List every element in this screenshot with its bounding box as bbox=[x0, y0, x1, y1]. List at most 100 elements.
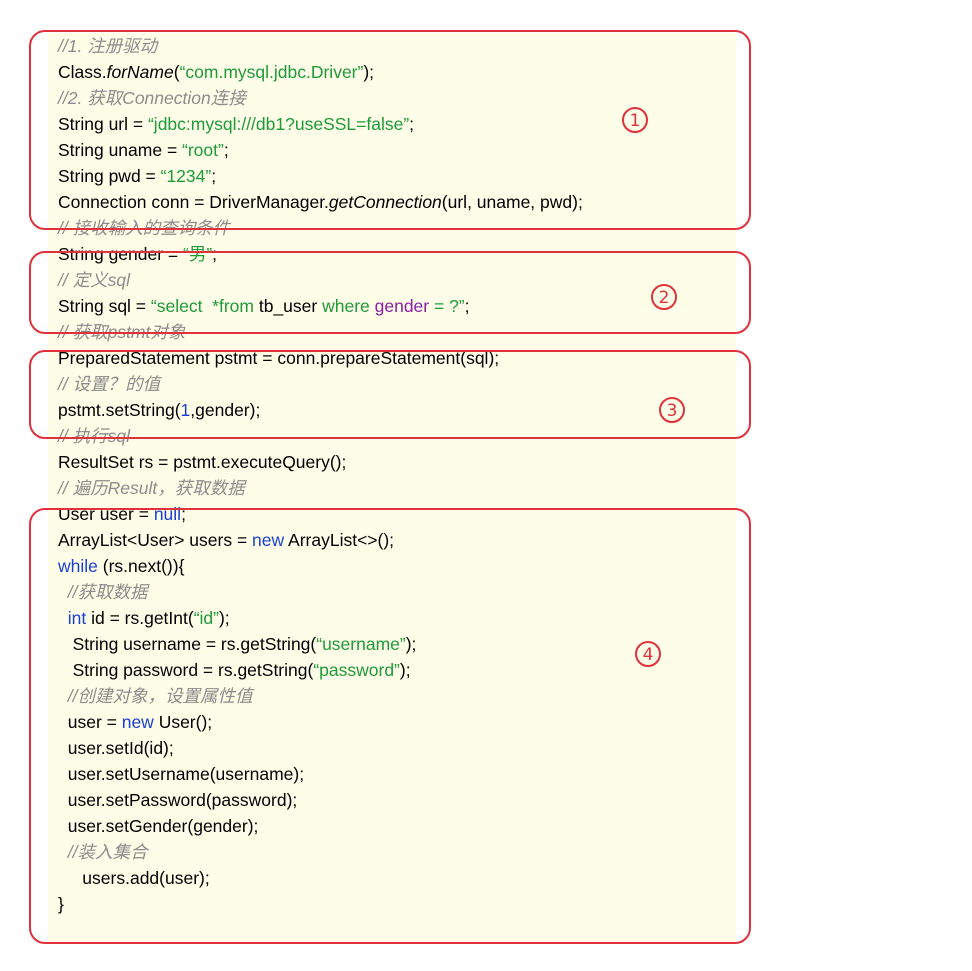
code-line: PreparedStatement pstmt = conn.prepareSt… bbox=[58, 345, 499, 371]
region-1-box bbox=[29, 30, 751, 230]
region-2-marker: 2 bbox=[651, 284, 677, 310]
code-line: String pwd = “1234”; bbox=[58, 163, 216, 189]
code-line: } bbox=[58, 891, 64, 917]
code-line: String url = “jdbc:mysql:///db1?useSSL=f… bbox=[58, 111, 414, 137]
code-token: ArrayList<User> users = bbox=[58, 530, 253, 550]
code-token: ; bbox=[464, 296, 470, 316]
code-token: “id” bbox=[193, 608, 219, 628]
code-line: // 设置？的值 bbox=[58, 371, 160, 397]
code-token: User(); bbox=[153, 712, 213, 732]
code-line: ArrayList<User> users = new ArrayList<>(… bbox=[58, 527, 394, 553]
code-comment: // 设置？的值 bbox=[58, 374, 161, 394]
code-token: ); bbox=[218, 608, 230, 628]
code-line: user.setPassword(password); bbox=[58, 787, 298, 813]
code-token: Class. bbox=[58, 62, 107, 82]
code-token: ); bbox=[405, 634, 417, 654]
code-token: (url, uname, pwd); bbox=[441, 192, 583, 212]
code-line: while (rs.next()){ bbox=[58, 553, 184, 579]
code-token: String username = rs.getString( bbox=[58, 634, 317, 654]
code-token: user.setUsername(username); bbox=[58, 764, 305, 784]
code-token: ( bbox=[173, 62, 180, 82]
code-token: ); bbox=[363, 62, 375, 82]
code-token: ; bbox=[181, 504, 186, 524]
code-panel bbox=[48, 33, 736, 943]
code-token: user.setPassword(password); bbox=[58, 790, 298, 810]
code-line: //2. 获取Connection连接 bbox=[58, 85, 246, 111]
code-line: //1. 注册驱动 bbox=[58, 33, 157, 59]
code-comment: // 定义sql bbox=[58, 270, 130, 290]
code-comment: //获取数据 bbox=[67, 582, 148, 602]
code-token: ; bbox=[223, 140, 229, 160]
code-line: String uname = “root”; bbox=[58, 137, 229, 163]
code-line: //装入集合 bbox=[58, 839, 148, 865]
code-token: ; bbox=[211, 166, 217, 186]
code-token: “男” bbox=[183, 244, 213, 264]
code-comment: //创建对象，设置属性值 bbox=[67, 686, 253, 706]
code-token: getConnection bbox=[328, 192, 442, 212]
code-line: pstmt.setString(1,gender); bbox=[58, 397, 260, 423]
code-token: = ?” bbox=[429, 296, 465, 316]
code-token: gender bbox=[374, 296, 430, 316]
code-token: “select *from bbox=[150, 296, 259, 316]
code-token: ArrayList<>(); bbox=[284, 530, 395, 550]
region-3-box bbox=[29, 350, 751, 439]
code-token: ; bbox=[409, 114, 415, 134]
code-token: user.setId(id); bbox=[58, 738, 174, 758]
code-token: where bbox=[322, 296, 375, 316]
code-line: user.setUsername(username); bbox=[58, 761, 304, 787]
code-token: String pwd = bbox=[58, 166, 161, 186]
code-token: ; bbox=[212, 244, 218, 264]
code-line: Connection conn = DriverManager.getConne… bbox=[58, 189, 583, 215]
code-line: int id = rs.getInt(“id”); bbox=[58, 605, 230, 631]
code-line: String sql = “select *from tb_user where… bbox=[58, 293, 470, 319]
code-line: user.setId(id); bbox=[58, 735, 174, 761]
code-token: pstmt.setString( bbox=[58, 400, 181, 420]
code-comment: //装入集合 bbox=[67, 842, 148, 862]
code-token: String uname = bbox=[58, 140, 183, 160]
code-token: 1 bbox=[180, 400, 191, 420]
code-line: // 执行sql bbox=[58, 423, 130, 449]
code-line: user = new User(); bbox=[58, 709, 212, 735]
code-token: ,gender); bbox=[190, 400, 261, 420]
code-token: Connection conn = DriverManager. bbox=[58, 192, 329, 212]
region-4-box bbox=[29, 508, 751, 944]
code-line: String gender = “男”; bbox=[58, 241, 217, 267]
code-token: “jdbc:mysql:///db1?useSSL=false” bbox=[147, 114, 410, 134]
code-token: ); bbox=[399, 660, 411, 680]
region-1-marker: 1 bbox=[622, 107, 648, 133]
code-token: String sql = bbox=[58, 296, 151, 316]
code-token: “password” bbox=[313, 660, 400, 680]
region-2-box bbox=[29, 251, 751, 334]
code-token: String gender = bbox=[58, 244, 184, 264]
code-token: new bbox=[252, 530, 285, 550]
code-token: while bbox=[58, 556, 98, 576]
code-token: PreparedStatement pstmt = conn.prepareSt… bbox=[58, 348, 500, 368]
code-token: users.add(user); bbox=[58, 868, 210, 888]
code-token: } bbox=[58, 894, 64, 914]
code-token: id = rs.getInt( bbox=[86, 608, 194, 628]
code-token: user.setGender(gender); bbox=[58, 816, 259, 836]
code-token: forName bbox=[106, 62, 174, 82]
code-token: (rs.next()){ bbox=[97, 556, 185, 576]
code-token: “1234” bbox=[160, 166, 212, 186]
code-token: new bbox=[121, 712, 154, 732]
code-token: “root” bbox=[182, 140, 224, 160]
code-line: users.add(user); bbox=[58, 865, 210, 891]
code-token: ResultSet rs = pstmt.executeQuery(); bbox=[58, 452, 347, 472]
code-token: String url = bbox=[58, 114, 148, 134]
code-comment: //1. 注册驱动 bbox=[58, 36, 158, 56]
code-token: user = bbox=[58, 712, 122, 732]
code-line: // 定义sql bbox=[58, 267, 130, 293]
region-4-marker: 4 bbox=[635, 641, 661, 667]
code-token: int bbox=[67, 608, 87, 628]
code-line: user.setGender(gender); bbox=[58, 813, 259, 839]
code-line: // 遍历Result，获取数据 bbox=[58, 475, 245, 501]
region-3-marker: 3 bbox=[659, 397, 685, 423]
code-line: //获取数据 bbox=[58, 579, 148, 605]
code-token: tb_user bbox=[258, 296, 323, 316]
code-token: “username” bbox=[316, 634, 406, 654]
code-line: ResultSet rs = pstmt.executeQuery(); bbox=[58, 449, 346, 475]
code-comment: //2. 获取Connection连接 bbox=[58, 88, 246, 108]
code-line: //创建对象，设置属性值 bbox=[58, 683, 253, 709]
code-line: String username = rs.getString(“username… bbox=[58, 631, 417, 657]
